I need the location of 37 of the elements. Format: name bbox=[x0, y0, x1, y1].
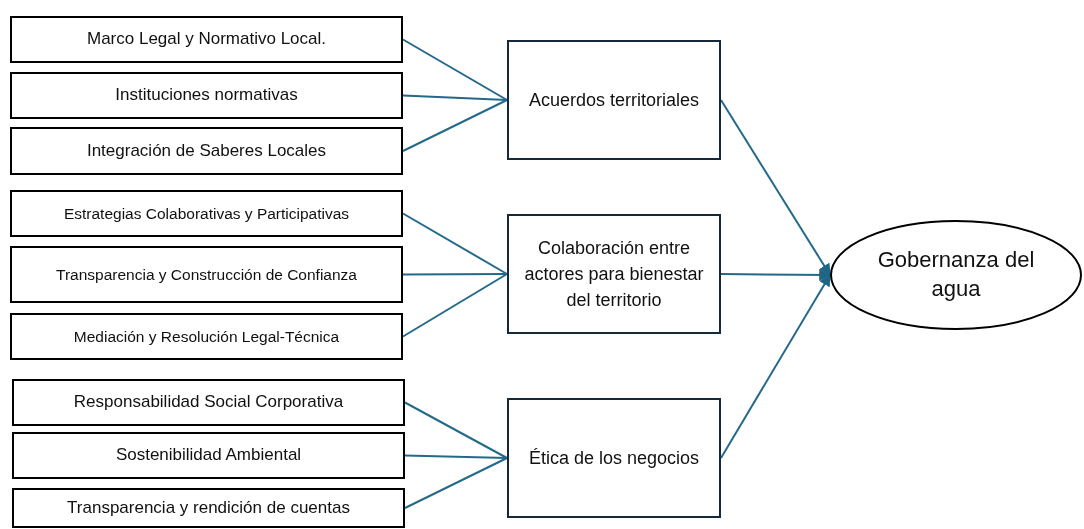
factor-box bbox=[10, 190, 403, 237]
factor-box bbox=[10, 16, 403, 63]
factor-box bbox=[12, 488, 405, 528]
connector-line bbox=[404, 454, 508, 459]
box-label: Ética de los negocios bbox=[528, 446, 700, 470]
box-label: Instituciones normativas bbox=[115, 86, 298, 105]
box-label: Colaboración entre actores para bienestar del territorio bbox=[523, 236, 705, 313]
box-label: Responsabilidad Social Corporativa bbox=[73, 393, 344, 412]
connector-line bbox=[404, 457, 508, 509]
box-label: Acuerdos territoriales bbox=[528, 88, 700, 112]
connector-line bbox=[404, 401, 508, 459]
connector-line bbox=[402, 99, 508, 152]
connector-line bbox=[402, 273, 508, 276]
box-label: Marco Legal y Normativo Local. bbox=[86, 30, 326, 49]
category-box bbox=[507, 40, 721, 160]
connector-line bbox=[402, 94, 508, 101]
factor-box bbox=[12, 379, 405, 426]
category-box bbox=[507, 398, 721, 518]
box-label: Integración de Saberes Locales bbox=[86, 141, 327, 161]
connector-line bbox=[402, 273, 508, 338]
connector-line bbox=[402, 38, 508, 101]
box-label: Gobernanza del agua bbox=[876, 246, 1036, 303]
factor-box bbox=[12, 432, 405, 479]
box-label: Transparencia y Construcción de Confianza bbox=[56, 265, 357, 283]
factor-box bbox=[10, 246, 403, 303]
arrow bbox=[720, 273, 831, 459]
factor-box bbox=[10, 313, 403, 360]
box-label: Estrategias Colaborativas y Participativas bbox=[63, 204, 350, 222]
box-label: Sostenibilidad Ambiental bbox=[115, 446, 302, 465]
factor-box bbox=[10, 127, 403, 175]
factor-box bbox=[10, 72, 403, 119]
category-box bbox=[507, 214, 721, 334]
arrow bbox=[720, 99, 831, 276]
connector-line bbox=[402, 212, 508, 275]
box-label: Transparencia y rendición de cuentas bbox=[67, 498, 350, 518]
arrow bbox=[720, 268, 832, 281]
box-label: Mediación y Resolución Legal-Técnica bbox=[73, 327, 340, 345]
